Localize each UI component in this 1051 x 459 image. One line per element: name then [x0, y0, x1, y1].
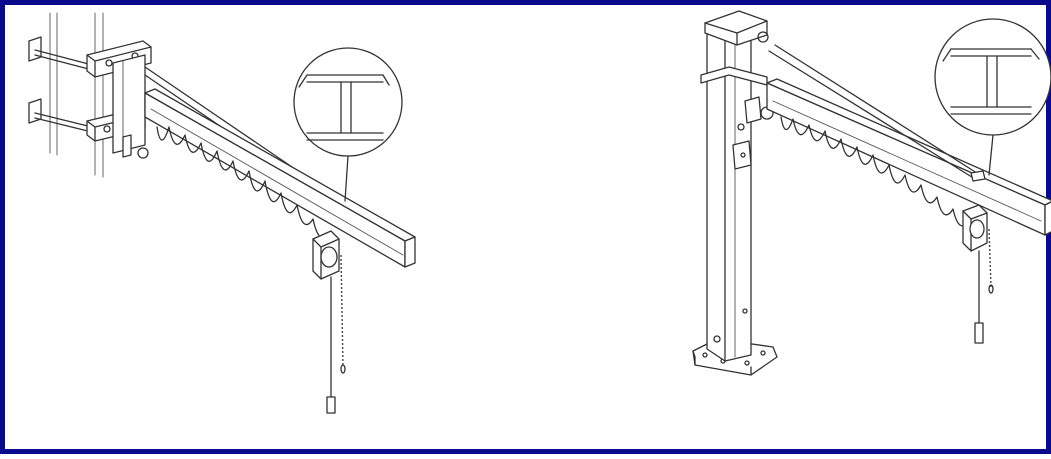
festoon-cable — [156, 126, 330, 239]
pillar-head — [700, 10, 769, 86]
hoist-chain-pillar — [974, 228, 994, 344]
hoist-chain — [326, 254, 346, 414]
jib-arm — [144, 88, 416, 268]
i-beam-detail-callout-pillar — [934, 18, 1051, 176]
tie-rods-pillar — [768, 44, 986, 182]
festoon-cable-pillar — [780, 116, 970, 227]
hoist-trolley — [312, 230, 340, 280]
i-beam-detail-callout — [293, 47, 403, 202]
hoist-trolley-pillar — [962, 204, 988, 252]
slewing-mast — [112, 54, 149, 159]
electrical-box — [732, 140, 752, 170]
crane-illustration — [28, 10, 1051, 414]
wall-column — [49, 12, 104, 178]
wall-bracket-top — [86, 40, 152, 78]
wall-jib-crane — [28, 12, 416, 414]
pillar-jib-crane — [692, 10, 1051, 376]
wall-tie-rods — [28, 36, 101, 135]
